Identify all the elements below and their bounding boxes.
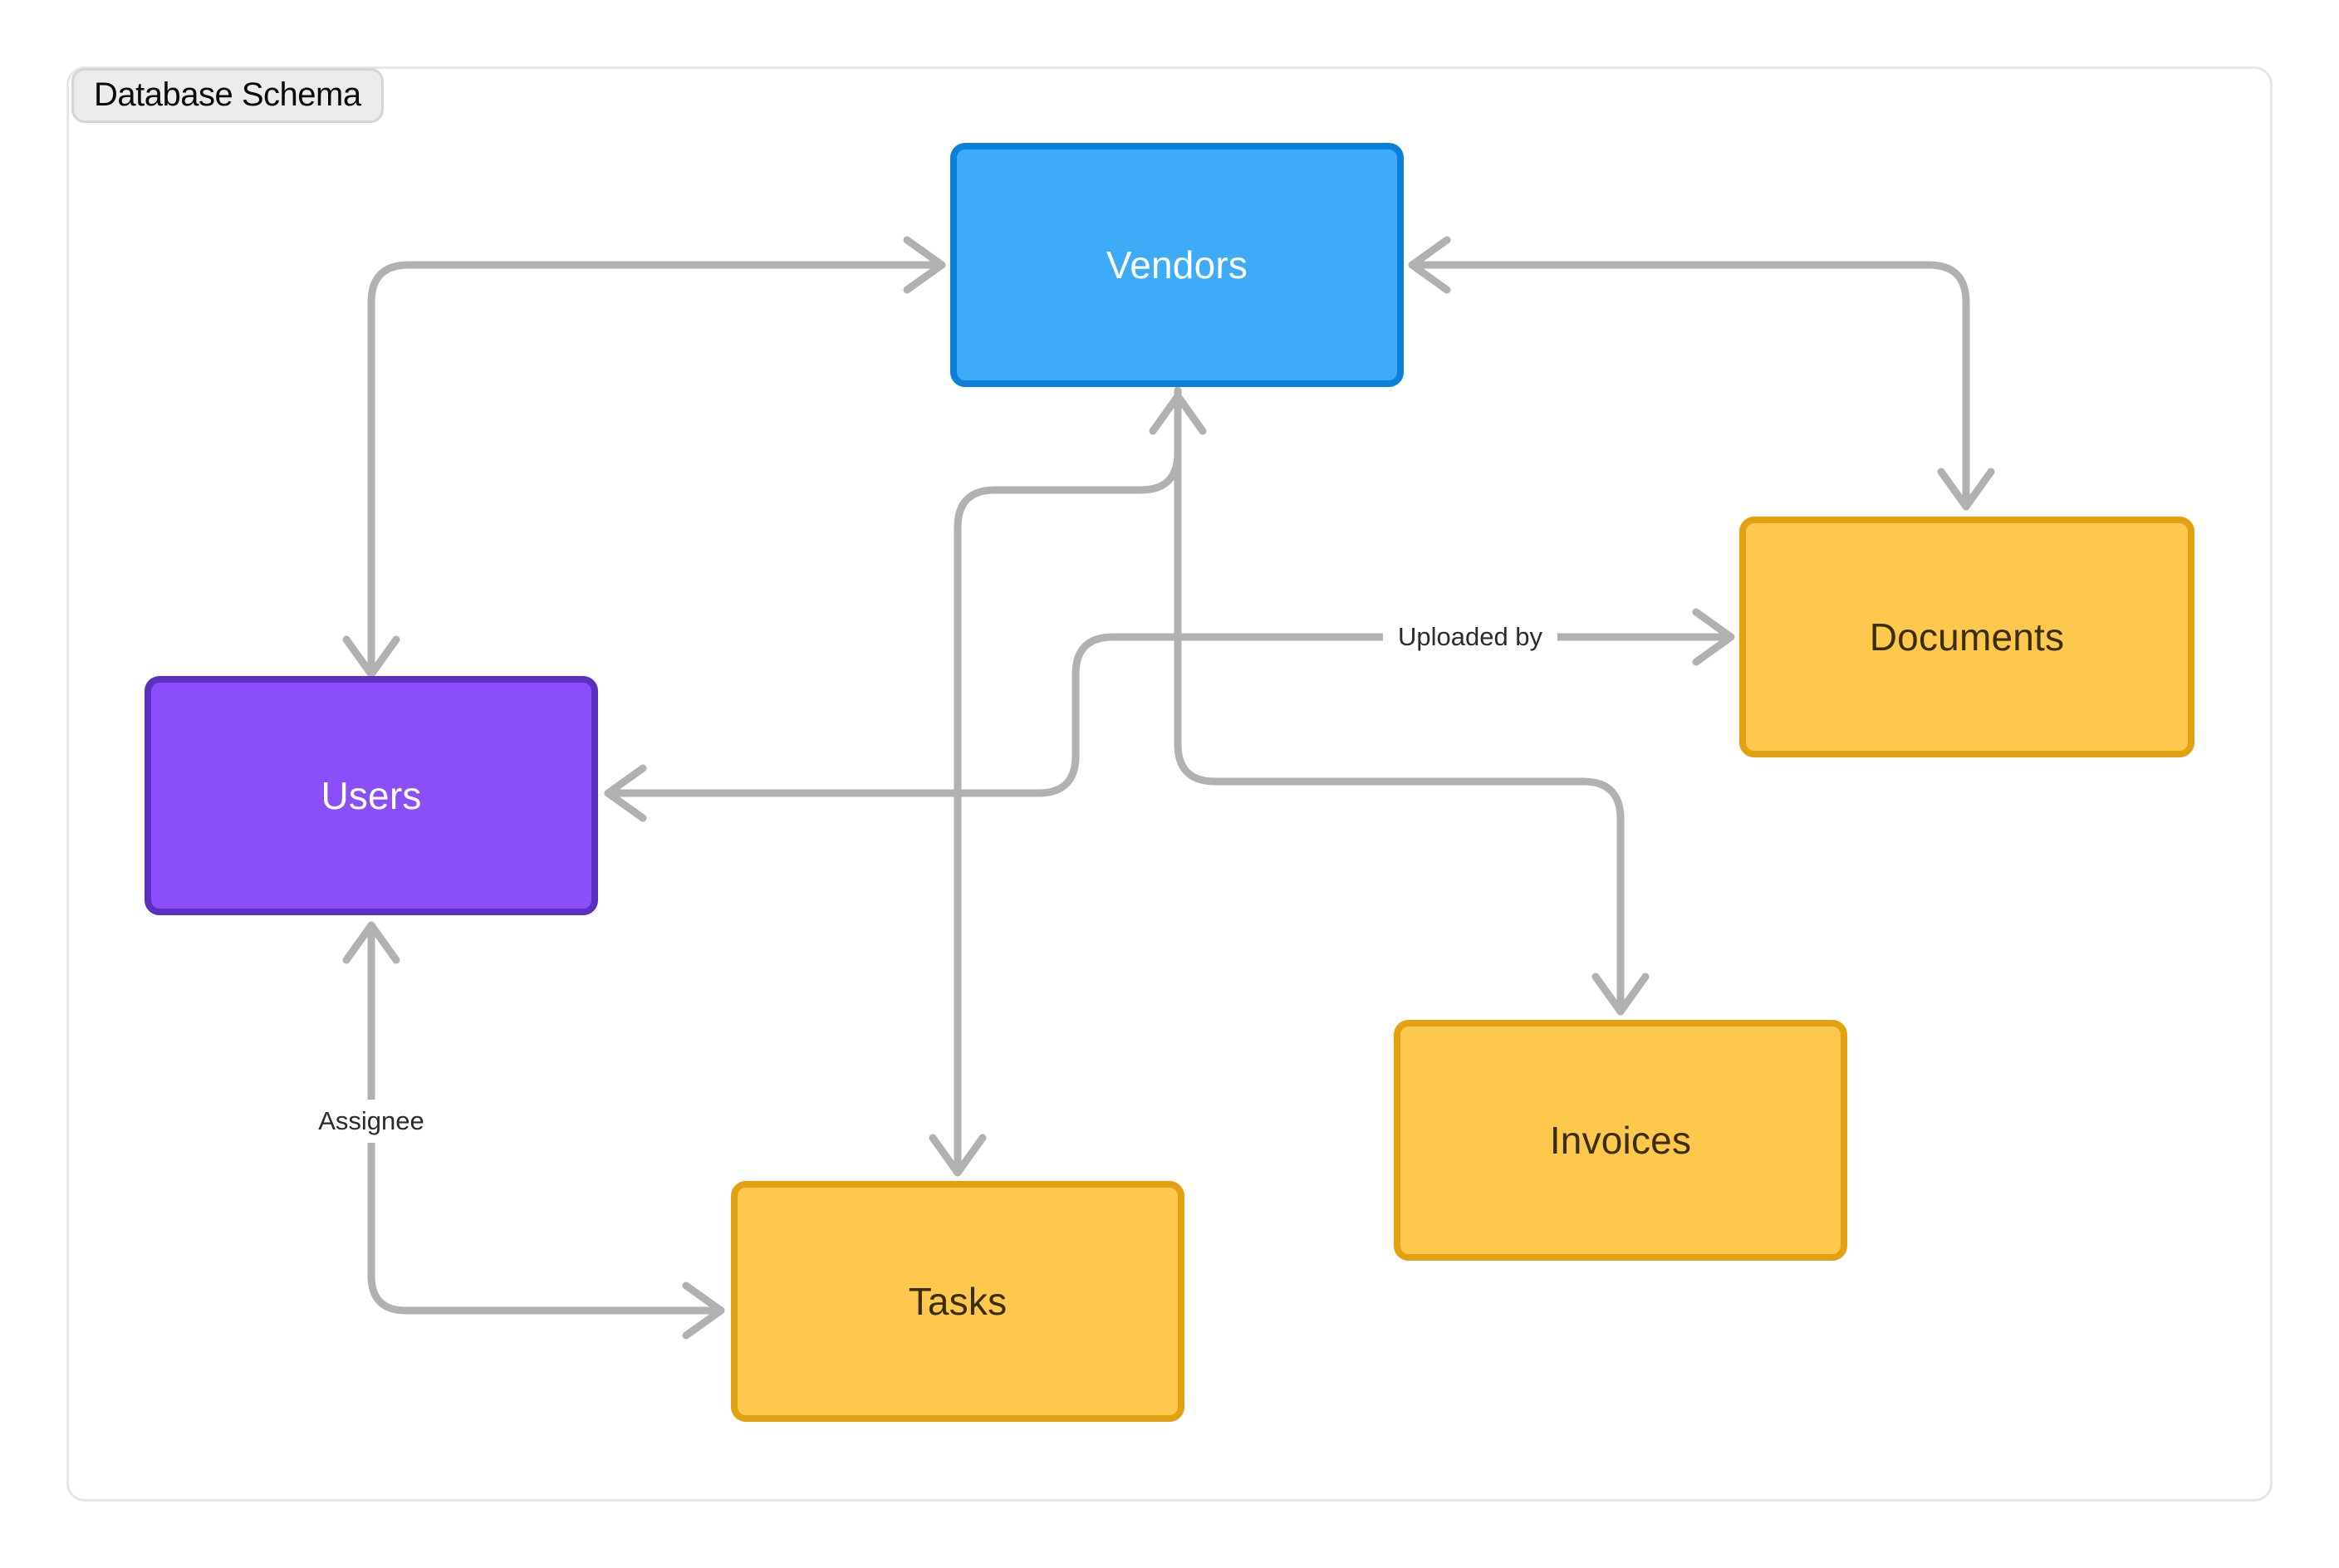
arrowhead-into-documents-left	[1692, 608, 1735, 666]
node-invoices-label: Invoices	[1549, 1119, 1692, 1162]
node-invoices[interactable]: Invoices	[1394, 1020, 1847, 1261]
edge-label-uploaded-by: Uploaded by	[1382, 615, 1558, 659]
edge-users-documents	[604, 633, 1735, 797]
arrowhead-into-documents-top	[1937, 468, 1995, 511]
node-tasks-label: Tasks	[908, 1280, 1008, 1323]
arrowhead-into-users-top	[342, 635, 400, 679]
arrowhead-into-tasks-left	[682, 1281, 725, 1340]
arrowhead-into-vendors-left	[903, 236, 946, 294]
node-vendors[interactable]: Vendors	[950, 143, 1404, 387]
arrowhead-into-users-bottom	[342, 921, 400, 964]
diagram-title-badge: Database Schema	[71, 68, 384, 123]
node-documents-label: Documents	[1869, 615, 2065, 659]
node-users-label: Users	[321, 774, 422, 817]
edge-users-vendors	[367, 261, 946, 679]
node-vendors-label: Vendors	[1106, 243, 1248, 287]
edge-users-tasks	[367, 921, 725, 1315]
node-users[interactable]: Users	[145, 676, 598, 915]
edge-vendors-invoices	[1174, 386, 1625, 1016]
edge-vendors-documents	[1408, 261, 1970, 511]
edge-group	[342, 236, 1995, 1340]
edge-label-assignee: Assignee	[303, 1100, 439, 1143]
arrowhead-into-users-right	[604, 764, 647, 822]
arrowhead-into-vendors-right	[1408, 236, 1451, 294]
arrowhead-into-invoices-top	[1591, 973, 1650, 1016]
node-tasks[interactable]: Tasks	[731, 1181, 1184, 1422]
node-documents[interactable]: Documents	[1739, 517, 2194, 757]
arrowhead-into-tasks-top	[929, 1134, 987, 1177]
